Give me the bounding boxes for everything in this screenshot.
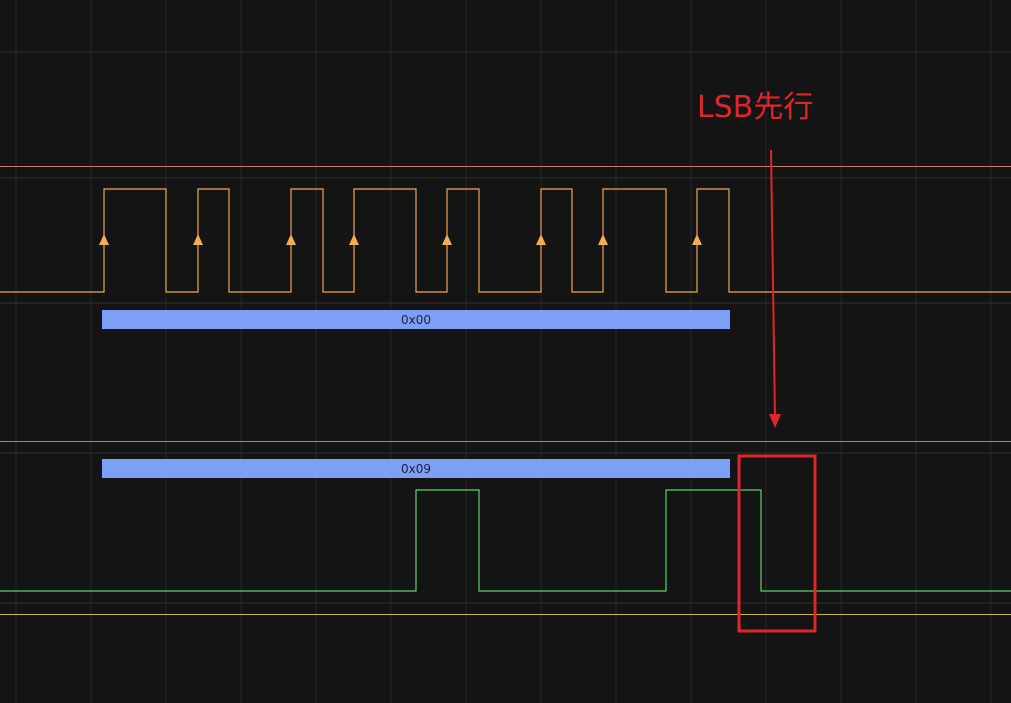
lsb-first-annotation-text: LSB先行 xyxy=(697,90,814,125)
annotation-arrow-head xyxy=(769,414,781,428)
rising-edge-marker xyxy=(536,234,546,245)
rising-edge-marker xyxy=(349,234,359,245)
data-waveform[interactable] xyxy=(0,489,1011,592)
bus-value-label: 0x00 xyxy=(401,313,431,327)
rising-edge-marker xyxy=(99,234,109,245)
bus-decode-upper[interactable]: 0x00 xyxy=(102,310,730,329)
bus-value-label: 0x09 xyxy=(401,462,431,476)
rising-edge-markers xyxy=(99,234,702,245)
bus-decode-bar[interactable] xyxy=(102,459,730,478)
rising-edge-marker xyxy=(442,234,452,245)
data-channel[interactable] xyxy=(0,489,1011,592)
clock-channel[interactable] xyxy=(0,188,1011,293)
rising-edge-marker xyxy=(286,234,296,245)
bus-decode-bar[interactable] xyxy=(102,310,730,329)
annotation-arrow-shaft xyxy=(770,149,776,419)
time-grid xyxy=(15,0,992,703)
channel-dividers xyxy=(0,51,1011,615)
rising-edge-marker xyxy=(193,234,203,245)
rising-edge-marker xyxy=(598,234,608,245)
rising-edge-marker xyxy=(692,234,702,245)
annotation-highlight-box xyxy=(737,454,817,633)
lsb-annotation xyxy=(737,149,817,633)
bus-decode-lower[interactable]: 0x09 xyxy=(102,459,730,478)
